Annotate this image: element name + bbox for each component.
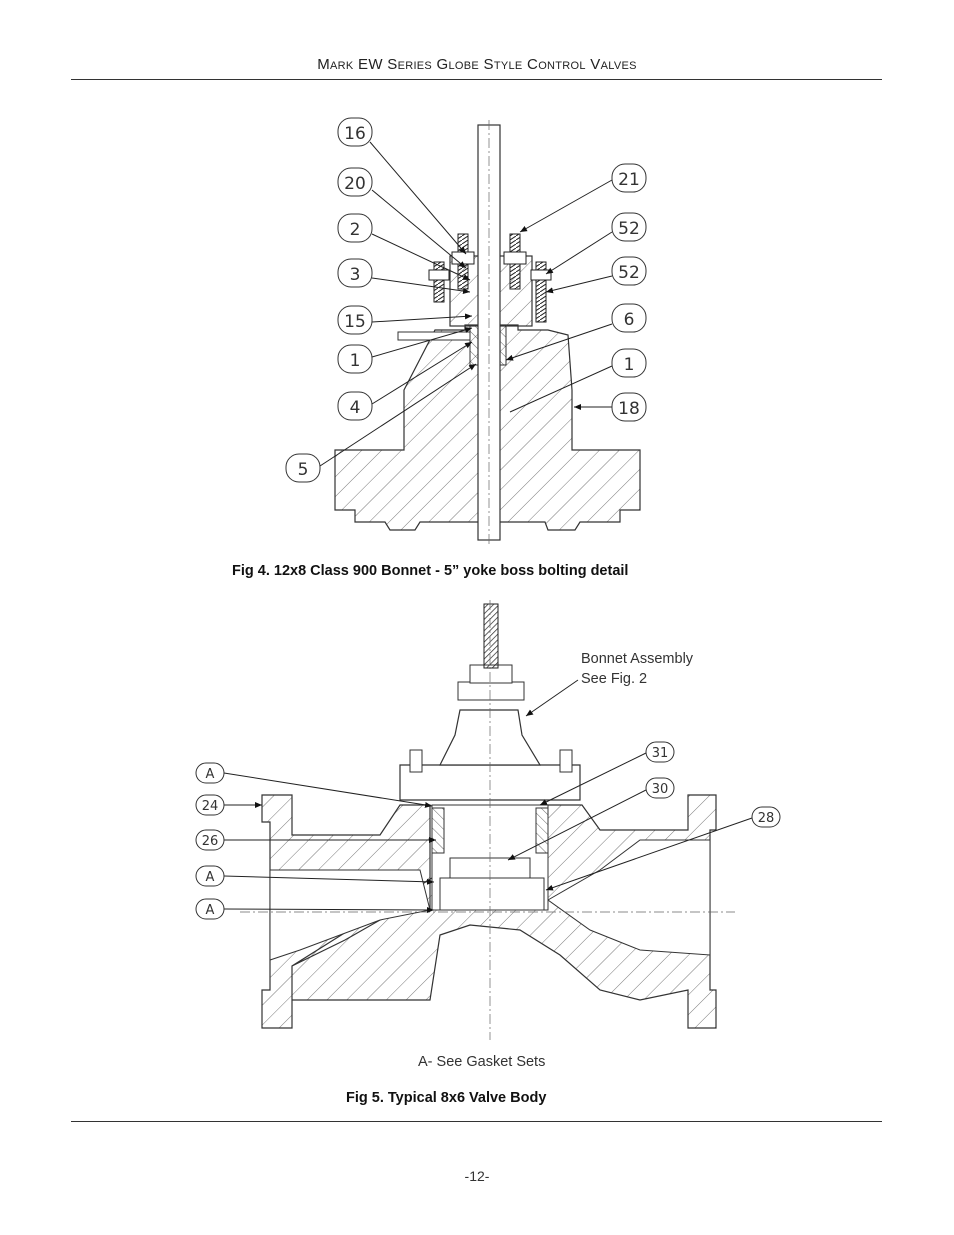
svg-text:16: 16 bbox=[344, 124, 366, 144]
fig4-callout-1: 1 bbox=[337, 344, 373, 374]
fig5-drawing: A 24 26 A A 31 30 28 bbox=[195, 600, 781, 1040]
fig5-gland bbox=[457, 681, 525, 701]
svg-text:5: 5 bbox=[298, 460, 309, 480]
svg-text:1: 1 bbox=[350, 351, 361, 371]
cage-wall-left bbox=[431, 807, 445, 854]
fig5-stem bbox=[483, 603, 499, 669]
lube-fitting bbox=[397, 331, 471, 341]
svg-text:52: 52 bbox=[618, 263, 640, 283]
bonnet-note-line1: Bonnet Assembly bbox=[581, 651, 694, 667]
page-number: -12- bbox=[464, 1168, 490, 1184]
fig5-callout-30: 30 bbox=[645, 777, 675, 799]
bonnet-stud-left bbox=[409, 749, 423, 773]
fig5-callout-A-1: A bbox=[195, 762, 225, 784]
svg-text:30: 30 bbox=[652, 782, 669, 797]
svg-text:4: 4 bbox=[350, 398, 361, 418]
svg-text:2: 2 bbox=[350, 220, 361, 240]
header-rule bbox=[71, 79, 882, 80]
bonnet-note-line2: See Fig. 2 bbox=[581, 671, 648, 687]
svg-text:3: 3 bbox=[350, 265, 361, 285]
document-header: Mark EW Series Globe Style Control Valve… bbox=[0, 56, 954, 73]
svg-text:6: 6 bbox=[624, 310, 635, 330]
cage-wall-right bbox=[535, 807, 549, 854]
fig4-callout-20: 20 bbox=[337, 167, 373, 197]
footer-rule bbox=[71, 1121, 882, 1122]
svg-text:1: 1 bbox=[624, 355, 635, 375]
svg-text:26: 26 bbox=[202, 834, 219, 849]
svg-text:20: 20 bbox=[344, 174, 366, 194]
fig4-callout-2: 2 bbox=[337, 213, 373, 243]
nut-left-upper bbox=[451, 251, 475, 265]
nut-right-outer bbox=[530, 269, 552, 281]
header-title: Mark EW Series Globe Style Control Valve… bbox=[317, 56, 637, 73]
valve-body bbox=[261, 794, 717, 1029]
fig5-bonnet-neck bbox=[439, 709, 542, 766]
svg-text:A: A bbox=[206, 767, 215, 782]
fig4-callout-21: 21 bbox=[611, 163, 647, 193]
fig4-callout-52a: 52 bbox=[611, 212, 647, 242]
nut-right-upper bbox=[503, 251, 527, 265]
fig4-caption: Fig 4. 12x8 Class 900 Bonnet - 5” yoke b… bbox=[232, 563, 629, 579]
fig4-drawing: 16 20 2 3 15 1 4 5 21 52 52 6 1 18 bbox=[285, 117, 647, 545]
svg-text:A: A bbox=[206, 870, 215, 885]
fig4-callout-3: 3 bbox=[337, 258, 373, 288]
gasket-note: A- See Gasket Sets bbox=[418, 1054, 546, 1070]
fig5-caption: Fig 5. Typical 8x6 Valve Body bbox=[346, 1090, 547, 1106]
fig4-callout-15: 15 bbox=[337, 305, 373, 335]
svg-text:31: 31 bbox=[652, 746, 669, 761]
svg-text:24: 24 bbox=[202, 799, 219, 814]
svg-text:18: 18 bbox=[618, 399, 640, 419]
nut-left-outer bbox=[428, 269, 450, 281]
svg-text:28: 28 bbox=[758, 811, 775, 826]
fig5-callout-24: 24 bbox=[195, 794, 225, 816]
svg-text:A: A bbox=[206, 903, 215, 918]
fig5-callout-A-2: A bbox=[195, 865, 225, 887]
fig4-callout-16: 16 bbox=[337, 117, 373, 147]
seat-ring bbox=[439, 877, 545, 911]
svg-text:15: 15 bbox=[344, 312, 366, 332]
fig5-callout-A-3: A bbox=[195, 898, 225, 920]
flow-passage bbox=[269, 839, 711, 961]
fig4-callout-52b: 52 bbox=[611, 256, 647, 286]
bonnet-assembly-note: Bonnet Assembly See Fig. 2 bbox=[581, 649, 693, 689]
fig4-callout-5: 5 bbox=[285, 453, 321, 483]
fig4-callout-6: 6 bbox=[611, 303, 647, 333]
fig5-callout-26: 26 bbox=[195, 829, 225, 851]
stud-left-outer bbox=[433, 261, 445, 303]
fig4-callout-18: 18 bbox=[611, 392, 647, 422]
fig5-callout-28: 28 bbox=[751, 806, 781, 828]
bonnet-stud-right bbox=[559, 749, 573, 773]
fig5-callout-31: 31 bbox=[645, 741, 675, 763]
fig4-callout-1r: 1 bbox=[611, 348, 647, 378]
svg-text:21: 21 bbox=[618, 170, 640, 190]
svg-text:52: 52 bbox=[618, 219, 640, 239]
fig4-callout-4: 4 bbox=[337, 391, 373, 421]
